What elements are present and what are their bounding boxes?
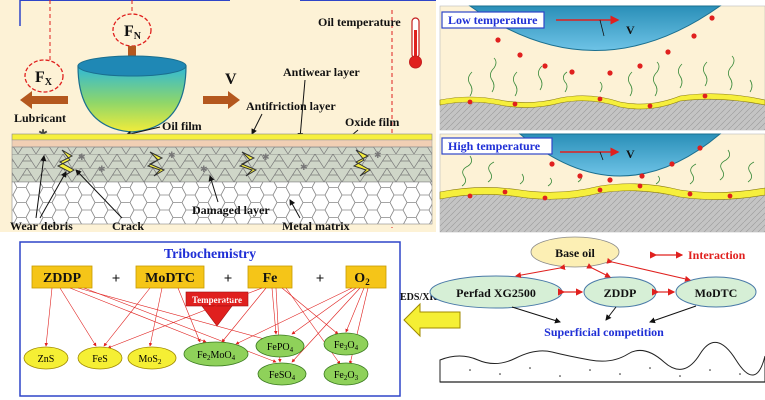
svg-text:MoDTC: MoDTC bbox=[145, 271, 195, 286]
product-fe2o3 bbox=[323, 362, 369, 386]
high-temperature-panel: High temperature V bbox=[439, 133, 765, 233]
crack-features bbox=[56, 149, 371, 177]
lubricant-label: Lubricant bbox=[14, 111, 66, 125]
antiwear-layer-label: Antiwear layer bbox=[283, 65, 360, 79]
svg-text:ZDDP: ZDDP bbox=[43, 271, 82, 286]
high-temp-molecules bbox=[461, 149, 755, 187]
crack-label: Crack bbox=[112, 219, 144, 233]
plus-sign: + bbox=[224, 271, 233, 287]
reactant-fe bbox=[247, 265, 293, 289]
product-fepo4 bbox=[255, 334, 305, 358]
svg-text:Fe: Fe bbox=[263, 271, 278, 286]
modtc-node bbox=[675, 276, 757, 308]
rough-surface bbox=[439, 342, 765, 383]
wear-debris-label: Wear debris bbox=[10, 219, 73, 233]
svg-text:FePO4: FePO4 bbox=[267, 342, 294, 354]
temperature-arrow: Temperature bbox=[185, 291, 249, 327]
svg-text:✱: ✱ bbox=[200, 164, 208, 174]
wear-mechanism-panel: FN FX V Oil temperature Antiwear layer A… bbox=[0, 0, 436, 233]
svg-text:ZnS: ZnS bbox=[38, 354, 55, 365]
svg-text:Fe2MoO4: Fe2MoO4 bbox=[197, 350, 236, 362]
product-mos2 bbox=[127, 346, 177, 370]
product-fe2moo4 bbox=[183, 341, 249, 367]
low-temp-velocity-label: V bbox=[626, 23, 635, 37]
oxide-film-label: Oxide film bbox=[345, 115, 399, 129]
tribochemistry-panel: Tribochemistry ZDDP + MoDTC + Fe + O2 Te… bbox=[19, 241, 401, 397]
damaged-layer-label: Damaged layer bbox=[192, 203, 270, 217]
svg-text:✱: ✱ bbox=[262, 152, 270, 162]
eds-xrd-arrow: EDS/XRD bbox=[400, 292, 461, 338]
plus-sign: + bbox=[112, 271, 121, 287]
svg-text:✱: ✱ bbox=[168, 150, 176, 160]
eds-xrd-label: EDS/XRD bbox=[400, 292, 444, 303]
product-fes bbox=[77, 346, 123, 370]
svg-text:MoDTC: MoDTC bbox=[695, 286, 738, 300]
reactant-modtc bbox=[135, 265, 205, 289]
svg-text:FeSO4: FeSO4 bbox=[269, 370, 296, 382]
wear-debris-particles: ✱ ✱ ✱ ✱ ✱ ✱ ✱ bbox=[78, 150, 382, 174]
low-temperature-panel: Low temperature V bbox=[439, 0, 765, 131]
tangential-force-label: FX bbox=[35, 69, 53, 88]
tribochemistry-title: Tribochemistry bbox=[164, 247, 256, 262]
damaged-layer bbox=[11, 146, 433, 183]
svg-text:Fe3O4: Fe3O4 bbox=[334, 340, 359, 352]
low-temperature-title: Low temperature bbox=[448, 13, 538, 27]
surface-particles bbox=[469, 367, 741, 377]
antifriction-layer-label: Antifriction layer bbox=[246, 99, 336, 113]
svg-text:FeS: FeS bbox=[92, 354, 108, 365]
oil-film-label: Oil film bbox=[162, 119, 202, 133]
normal-force-label: FN bbox=[124, 23, 142, 42]
competition-diagram: Base oil Interaction Perfad XG2500 ZDDP … bbox=[429, 236, 765, 383]
svg-text:ZDDP: ZDDP bbox=[604, 286, 637, 300]
svg-text:Fe2O3: Fe2O3 bbox=[334, 370, 359, 382]
low-temp-molecules bbox=[468, 55, 753, 97]
metal-matrix-layer bbox=[11, 181, 433, 225]
oxide-film-layer bbox=[11, 139, 433, 148]
tangential-force-marker bbox=[24, 59, 64, 93]
low-temp-tribofilm bbox=[439, 93, 765, 110]
svg-text:✱: ✱ bbox=[98, 164, 106, 174]
metal-matrix-label: Metal matrix bbox=[282, 219, 350, 233]
svg-text:✱: ✱ bbox=[300, 162, 308, 172]
svg-text:✱: ✱ bbox=[78, 152, 86, 162]
svg-text:MoS2: MoS2 bbox=[139, 354, 162, 366]
svg-text:Perfad XG2500: Perfad XG2500 bbox=[456, 286, 536, 300]
interaction-label: Interaction bbox=[688, 248, 746, 262]
reactant-zddp bbox=[31, 265, 93, 289]
velocity-arrow bbox=[203, 91, 240, 109]
product-fe3o4 bbox=[323, 332, 369, 356]
svg-text:✱: ✱ bbox=[374, 150, 382, 160]
reactant-o2 bbox=[345, 265, 387, 289]
base-oil-node bbox=[530, 236, 620, 268]
plus-sign: + bbox=[316, 271, 325, 287]
thermometer-icon bbox=[409, 17, 422, 69]
tangential-force-arrow bbox=[20, 91, 68, 109]
product-feso4 bbox=[257, 362, 307, 386]
high-temperature-title: High temperature bbox=[448, 139, 541, 153]
superficial-competition-label: Superficial competition bbox=[544, 325, 664, 339]
high-temp-velocity-label: V bbox=[626, 147, 635, 161]
temperature-label: Temperature bbox=[192, 295, 242, 305]
oil-temperature-label: Oil temperature bbox=[318, 15, 401, 29]
reaction-arrows bbox=[44, 287, 369, 365]
counterface-ball bbox=[77, 65, 187, 133]
product-zns bbox=[23, 346, 69, 370]
svg-text:Base oil: Base oil bbox=[555, 246, 595, 260]
high-temp-adsorbed-atoms bbox=[467, 143, 733, 201]
oil-film-layer bbox=[11, 133, 433, 141]
svg-text:O2: O2 bbox=[354, 271, 370, 287]
velocity-label: V bbox=[225, 71, 237, 88]
